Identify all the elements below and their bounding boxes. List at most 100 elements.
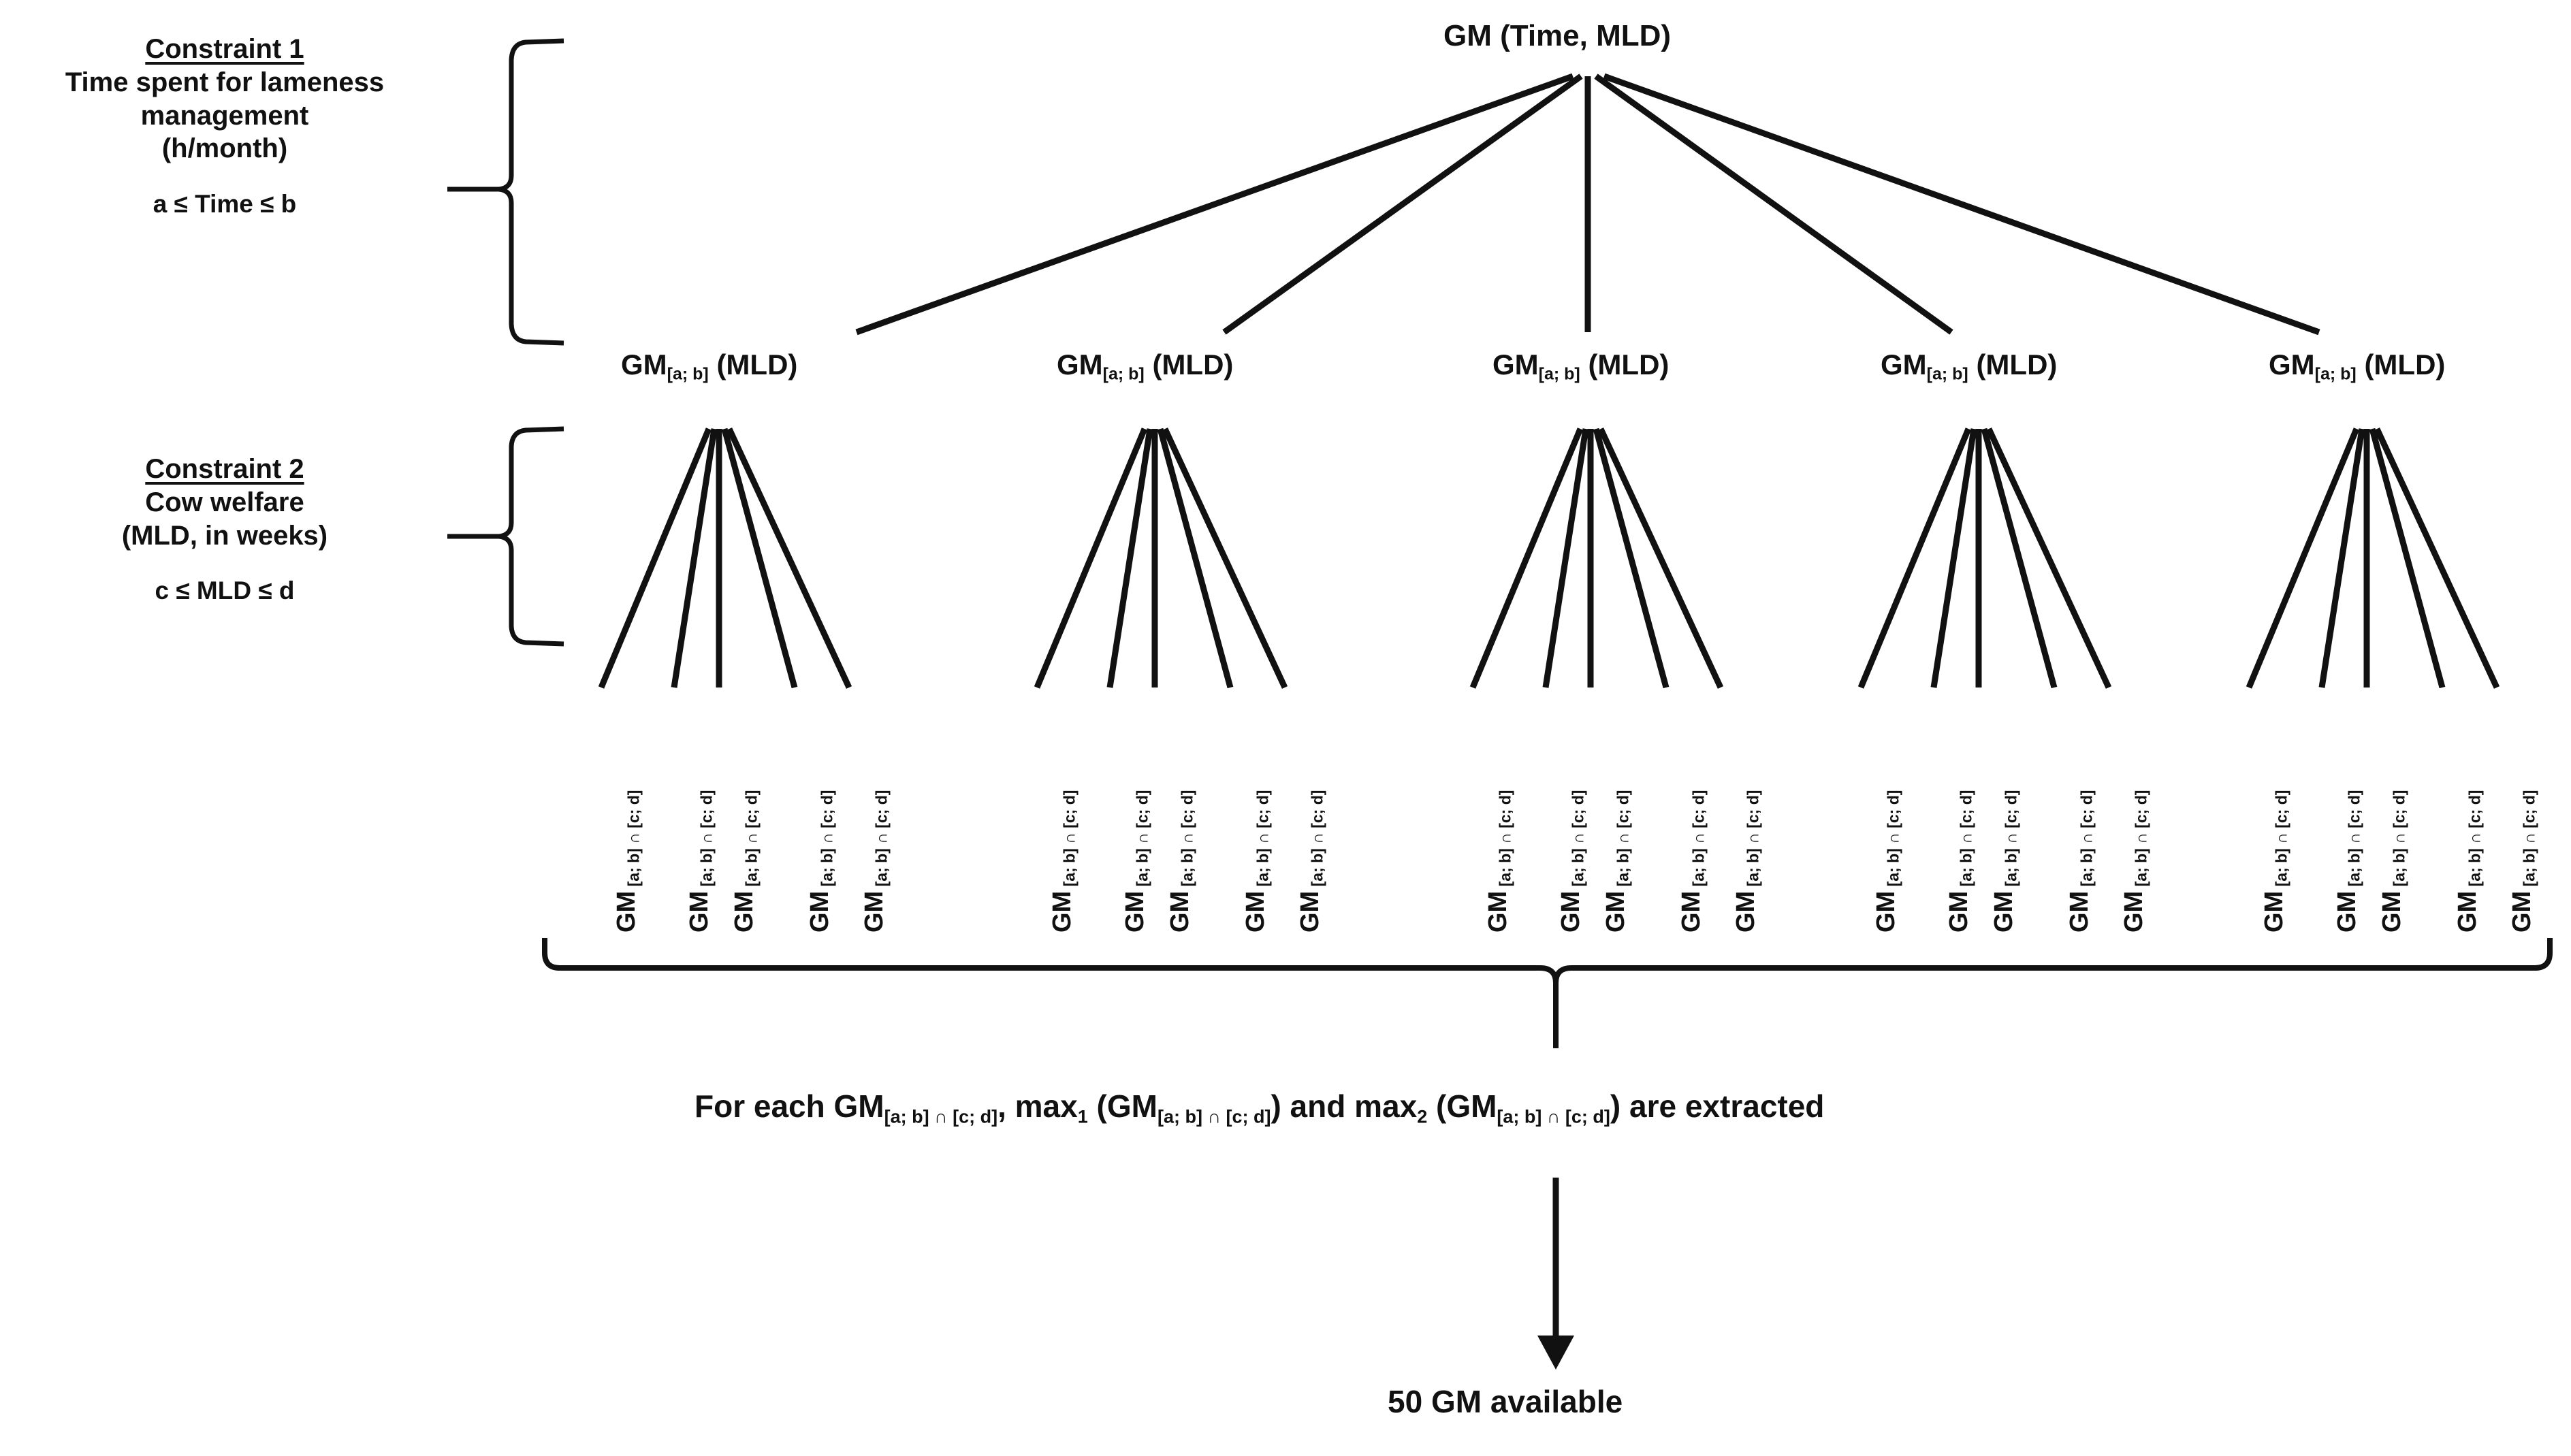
leaf-node-subscript: [a; b] ∩ [c; d]: [1689, 790, 1708, 891]
leaf-node: GM [a; b] ∩ [c; d]: [2508, 790, 2538, 933]
leaf-node-prefix: GM: [1556, 890, 1585, 933]
mid-node-5-suffix: (MLD): [2364, 349, 2446, 381]
leaf-node-prefix: GM: [1990, 890, 2018, 933]
extraction-statement-sub-2: [a; b] ∩ [c; d]: [1157, 1106, 1271, 1127]
constraint-2-title: Constraint 2: [145, 454, 304, 484]
constraint-1-block: Constraint 1 Time spent for lameness man…: [7, 33, 443, 219]
mid-node-2-subscript: [a; b]: [1102, 364, 1145, 384]
constraint-1-line-3: (h/month): [161, 133, 288, 164]
leaf-node-subscript: [a; b] ∩ [c; d]: [818, 790, 836, 891]
leaf-node-prefix: GM: [2260, 890, 2288, 933]
leaf-node: GM [a; b] ∩ [c; d]: [685, 790, 715, 933]
mid-node-1-suffix: (MLD): [716, 349, 798, 381]
leaf-node-prefix: GM: [805, 890, 834, 933]
leaf-node-subscript: [a; b] ∩ [c; d]: [1496, 790, 1514, 891]
leaf-node: GM [a; b] ∩ [c; d]: [1990, 790, 2020, 933]
constraint-1-spacer: [7, 165, 443, 189]
leaf-node: GM [a; b] ∩ [c; d]: [1484, 790, 1514, 933]
leaf-node-prefix: GM: [1484, 890, 1512, 933]
leaf-node-prefix: GM: [1048, 890, 1076, 933]
mid-node-4: GM[a; b] (MLD): [1881, 349, 2057, 385]
leaf-node-prefix: GM: [1166, 890, 1194, 933]
mid-node-4-prefix: GM: [1881, 349, 1927, 381]
leaf-node-subscript: [a; b] ∩ [c; d]: [2520, 790, 2538, 891]
extraction-statement-part-6: ) are extracted: [1610, 1088, 1825, 1124]
leaf-node-prefix: GM: [685, 890, 714, 933]
mid-node-3-subscript: [a; b]: [1538, 364, 1580, 384]
leaf-node: GM [a; b] ∩ [c; d]: [1677, 790, 1708, 933]
leaf-node: GM [a; b] ∩ [c; d]: [1945, 790, 1975, 933]
leaf-node-prefix: GM: [1601, 890, 1630, 933]
leaf-node-prefix: GM: [2453, 890, 2482, 933]
mid-node-1-prefix: GM: [621, 349, 667, 381]
leaf-node-prefix: GM: [1296, 890, 1324, 933]
constraint-2-spacer: [7, 552, 443, 575]
leaf-node-subscript: [a; b] ∩ [c; d]: [1060, 790, 1079, 891]
constraint-1-line-2: management: [140, 100, 309, 131]
group-edges: [598, 427, 2500, 689]
leaf-node-subscript: [a; b] ∩ [c; d]: [2077, 790, 2096, 891]
leaf-node-prefix: GM: [730, 890, 758, 933]
leaf-node: GM [a; b] ∩ [c; d]: [860, 790, 890, 933]
leaf-node-subscript: [a; b] ∩ [c; d]: [2272, 790, 2290, 891]
leaf-node-prefix: GM: [2065, 890, 2094, 933]
constraint-1-line-1: Time spent for lameness: [65, 67, 385, 97]
constraint-2-block: Constraint 2 Cow welfare (MLD, in weeks)…: [7, 453, 443, 606]
extraction-statement-num-1: 1: [1077, 1106, 1088, 1127]
leaf-node-prefix: GM: [860, 890, 889, 933]
mid-node-2: GM[a; b] (MLD): [1057, 349, 1233, 385]
leaf-node: GM [a; b] ∩ [c; d]: [2065, 790, 2096, 933]
extraction-statement-part-5: (GM: [1427, 1088, 1497, 1124]
leaf-node-subscript: [a; b] ∩ [c; d]: [2132, 790, 2150, 891]
leaf-node-prefix: GM: [1677, 890, 1706, 933]
constraint-2-range: c ≤ MLD ≤ d: [155, 577, 295, 605]
leaf-node-subscript: [a; b] ∩ [c; d]: [742, 790, 761, 891]
constraint-2-line-1: Cow welfare: [145, 487, 304, 517]
leaf-node: GM [a; b] ∩ [c; d]: [2120, 790, 2150, 933]
leaf-node-prefix: GM: [1945, 890, 1973, 933]
extraction-statement-sub-3: [a; b] ∩ [c; d]: [1497, 1106, 1610, 1127]
extraction-statement-part-2: , max: [997, 1088, 1078, 1124]
leaf-node-subscript: [a; b] ∩ [c; d]: [1178, 790, 1196, 891]
leaf-node-prefix: GM: [2333, 890, 2361, 933]
leaf-node: GM [a; b] ∩ [c; d]: [1731, 790, 1762, 933]
leaf-node-subscript: [a; b] ∩ [c; d]: [1253, 790, 1272, 891]
result-arrow-head: [1537, 1336, 1574, 1370]
leaf-node: GM [a; b] ∩ [c; d]: [1048, 790, 1079, 933]
leaf-node: GM [a; b] ∩ [c; d]: [2260, 790, 2290, 933]
mid-node-4-suffix: (MLD): [1976, 349, 2058, 381]
leaf-node-prefix: GM: [2120, 890, 2148, 933]
leaf-node-prefix: GM: [1241, 890, 1270, 933]
leaf-node-subscript: [a; b] ∩ [c; d]: [624, 790, 643, 891]
leaf-node: GM [a; b] ∩ [c; d]: [730, 790, 761, 933]
leaf-node: GM [a; b] ∩ [c; d]: [2378, 790, 2408, 933]
constraint-2-line-2: (MLD, in weeks): [121, 520, 328, 551]
leaf-node-prefix: GM: [1872, 890, 1900, 933]
leaf-node-subscript: [a; b] ∩ [c; d]: [2345, 790, 2363, 891]
mid-node-3-prefix: GM: [1492, 349, 1539, 381]
leaf-node-subscript: [a; b] ∩ [c; d]: [2390, 790, 2408, 891]
leaf-node: GM [a; b] ∩ [c; d]: [1121, 790, 1151, 933]
mid-node-5-prefix: GM: [2269, 349, 2315, 381]
leaf-node-subscript: [a; b] ∩ [c; d]: [1744, 790, 1762, 891]
leaf-node: GM [a; b] ∩ [c; d]: [2333, 790, 2363, 933]
mid-node-2-suffix: (MLD): [1152, 349, 1234, 381]
mid-node-5-subscript: [a; b]: [2314, 364, 2357, 384]
constraint-1-title: Constraint 1: [145, 34, 304, 64]
leaf-node-subscript: [a; b] ∩ [c; d]: [2002, 790, 2020, 891]
mid-node-2-prefix: GM: [1057, 349, 1103, 381]
constraint-1-range: a ≤ Time ≤ b: [153, 190, 297, 219]
leaf-node-prefix: GM: [1121, 890, 1149, 933]
extraction-statement-part-1: For each GM: [694, 1088, 884, 1124]
brace-constraint-1: [447, 38, 564, 346]
root-node: GM (Time, MLD): [1443, 19, 1671, 53]
leaf-node: GM [a; b] ∩ [c; d]: [612, 790, 643, 933]
leaf-node-subscript: [a; b] ∩ [c; d]: [1569, 790, 1587, 891]
extraction-statement-part-4: ) and max: [1271, 1088, 1418, 1124]
leaf-node-subscript: [a; b] ∩ [c; d]: [1308, 790, 1326, 891]
leaf-node-subscript: [a; b] ∩ [c; d]: [2465, 790, 2484, 891]
leaf-node: GM [a; b] ∩ [c; d]: [1601, 790, 1631, 933]
mid-node-3: GM[a; b] (MLD): [1492, 349, 1669, 385]
extraction-statement: For each GM[a; b] ∩ [c; d], max1 (GM[a; …: [694, 1088, 1824, 1128]
mid-node-1: GM[a; b] (MLD): [621, 349, 797, 385]
